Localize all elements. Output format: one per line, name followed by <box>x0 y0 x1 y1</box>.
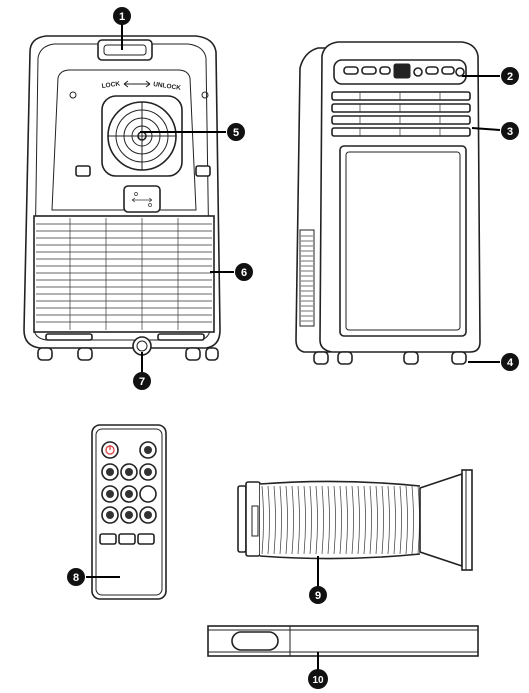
callout-9: 9 <box>309 586 327 604</box>
front-view-unit <box>295 41 481 365</box>
snowflake-icon <box>101 506 119 524</box>
moon-icon <box>139 506 157 524</box>
exhaust-hose <box>237 469 473 571</box>
svg-text:3: 3 <box>507 126 513 138</box>
leader-lines <box>86 24 501 674</box>
svg-text:10: 10 <box>312 675 324 686</box>
svg-text:2: 2 <box>507 71 513 83</box>
callout-6: 6 <box>235 263 253 281</box>
callout-10: 10 <box>308 669 328 689</box>
rear-view-unit: LOCK UNLOCK <box>23 35 221 361</box>
callout-7: 7 <box>133 372 151 390</box>
display-screen <box>393 63 411 79</box>
drain-outlet <box>132 336 152 356</box>
air-outlet-louvers <box>331 91 471 137</box>
fan-icon <box>139 463 157 481</box>
svg-text:7: 7 <box>139 376 145 388</box>
timer-icon <box>139 441 157 459</box>
drain-symbol <box>123 185 161 213</box>
remote-control <box>91 424 167 600</box>
callout-8: 8 <box>67 568 85 586</box>
callout-5: 5 <box>227 123 245 141</box>
air-intake-grille <box>33 215 215 333</box>
control-panel <box>333 59 467 85</box>
fan-speed-icon <box>120 506 138 524</box>
power-icon <box>101 441 119 459</box>
blank-button <box>99 533 117 545</box>
callout-1: 1 <box>113 7 131 25</box>
svg-text:8: 8 <box>73 572 79 584</box>
svg-text:9: 9 <box>315 590 321 602</box>
svg-text:1: 1 <box>119 11 125 23</box>
power-indicator <box>455 67 465 77</box>
top-handle <box>97 39 153 61</box>
up-arrow-icon <box>120 463 138 481</box>
svg-text:5: 5 <box>233 127 239 139</box>
sleep-icon <box>101 485 119 503</box>
callout-4: 4 <box>501 353 519 371</box>
lock-label: LOCK <box>101 80 121 90</box>
window-slider <box>207 625 479 657</box>
svg-text:4: 4 <box>507 357 514 369</box>
lock-unlock-label: LOCK UNLOCK <box>101 80 181 91</box>
caster-wheels-front <box>313 351 467 365</box>
caster-wheels-rear <box>37 347 219 361</box>
blank-button <box>139 485 157 503</box>
mode-icon <box>101 463 119 481</box>
blank-button <box>118 533 136 545</box>
unlock-label: UNLOCK <box>153 81 182 92</box>
down-arrow-icon <box>120 485 138 503</box>
svg-text:6: 6 <box>241 267 247 279</box>
callout-2: 2 <box>501 67 519 85</box>
exhaust-vent <box>101 95 183 177</box>
callout-3: 3 <box>501 122 519 140</box>
swing-icon <box>137 533 155 545</box>
